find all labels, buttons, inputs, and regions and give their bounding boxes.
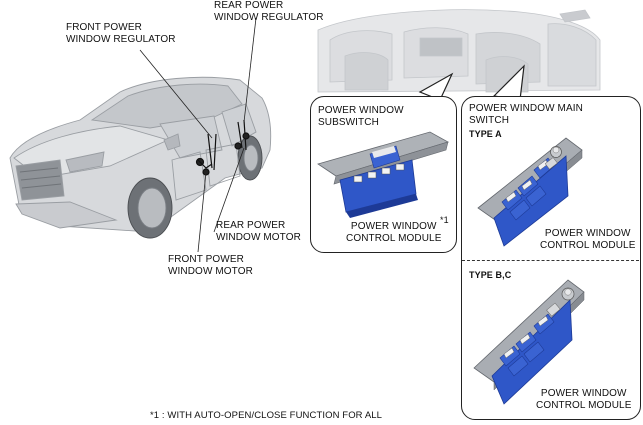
subswitch-note-marker: *1 [440,215,449,225]
footnote: *1 : WITH AUTO-OPEN/CLOSE FUNCTION FOR A… [150,410,383,421]
front-power-window-motor-label: FRONT POWER WINDOW MOTOR [168,254,253,277]
main-switch-type-bc-illustration [473,279,585,405]
subswitch-title: POWER WINDOW SUBSWITCH [318,105,404,128]
type-divider [462,260,639,261]
type-a-label: TYPE A [469,129,502,139]
power-window-subswitch-illustration [317,131,450,218]
window-regulator-parts [195,119,250,176]
vehicle-interior-illustration [317,9,601,93]
main-switch-title: POWER WINDOW MAIN SWITCH [469,103,583,126]
callout-pointers [418,64,525,101]
main-switch-type-a-illustration [477,137,583,247]
type-a-control-module-label: POWER WINDOW CONTROL MODULE [540,228,636,251]
rear-power-window-regulator-label: REAR POWER WINDOW REGULATOR [214,0,324,23]
type-bc-control-module-label: POWER WINDOW CONTROL MODULE [536,388,632,411]
vehicle-exterior-illustration [9,76,272,239]
rear-power-window-motor-label: REAR POWER WINDOW MOTOR [216,220,301,243]
subswitch-control-module-label: POWER WINDOW CONTROL MODULE [346,221,442,244]
front-power-window-regulator-label: FRONT POWER WINDOW REGULATOR [66,22,176,45]
type-bc-label: TYPE B,C [469,270,512,280]
